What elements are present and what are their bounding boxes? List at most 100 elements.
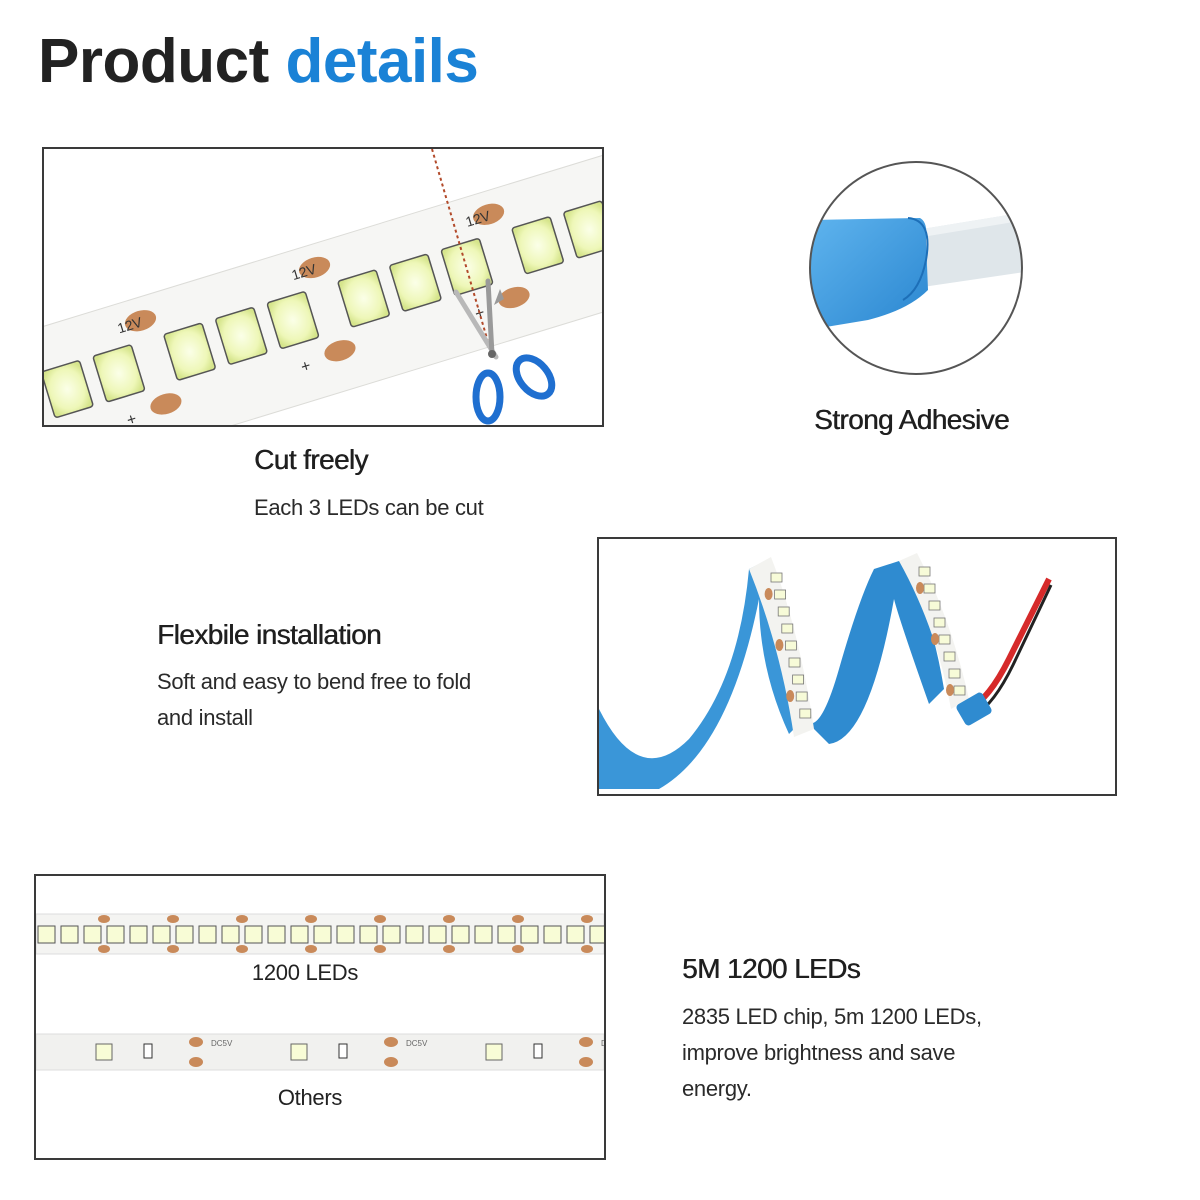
cut-freely-image: 12V+12V+12V+12V+12V+ bbox=[42, 147, 604, 427]
solder-pad bbox=[443, 915, 455, 923]
led-chip bbox=[923, 583, 936, 594]
led-chip bbox=[497, 925, 516, 944]
led-chip bbox=[266, 291, 320, 349]
solder-pad bbox=[167, 945, 179, 953]
solder-pad bbox=[384, 1057, 398, 1067]
led-chip bbox=[589, 925, 604, 944]
led-chip bbox=[215, 307, 268, 365]
led-chip bbox=[792, 674, 805, 685]
flexible-desc-line-2: and install bbox=[157, 705, 253, 730]
solder-pad bbox=[374, 915, 386, 923]
solder-pad bbox=[916, 582, 924, 594]
led-chip bbox=[290, 1043, 308, 1061]
strip-voltage-label: 12V bbox=[115, 314, 144, 337]
title-word-details: details bbox=[285, 27, 479, 96]
solder-pad bbox=[775, 639, 784, 651]
led-chip bbox=[106, 925, 125, 944]
led-comparison-image: DC5VDC5VDC5V 1200 LEDs Others bbox=[34, 874, 606, 1160]
led-chip bbox=[485, 1043, 503, 1061]
leds-desc-line-3: energy. bbox=[682, 1076, 752, 1101]
led-chip bbox=[781, 623, 794, 634]
led-chip bbox=[777, 606, 790, 617]
solder-pad bbox=[305, 945, 317, 953]
led-chip bbox=[774, 589, 787, 600]
led-chip bbox=[92, 344, 146, 403]
led-chip bbox=[37, 925, 56, 944]
strip-1200-label: 1200 LEDs bbox=[251, 960, 359, 985]
solder-pad bbox=[581, 945, 593, 953]
led-chip bbox=[152, 925, 171, 944]
strong-adhesive-title: Strong Adhesive bbox=[814, 404, 1010, 435]
resistor bbox=[533, 1043, 543, 1059]
solder-pad bbox=[298, 256, 331, 279]
led-chip bbox=[95, 1043, 113, 1061]
strip-others-label: Others bbox=[277, 1085, 343, 1110]
led-chip bbox=[244, 925, 263, 944]
solder-pad bbox=[98, 915, 110, 923]
solder-pad bbox=[374, 945, 386, 953]
led-chip bbox=[799, 708, 812, 719]
solder-pad bbox=[443, 945, 455, 953]
led-chip bbox=[198, 925, 217, 944]
solder-pad bbox=[167, 915, 179, 923]
led-chip bbox=[60, 925, 79, 944]
solder-pad bbox=[150, 393, 182, 415]
led-chip bbox=[382, 925, 401, 944]
led-chip bbox=[563, 200, 602, 259]
flexible-strip-image bbox=[597, 537, 1117, 796]
led-chip bbox=[451, 925, 470, 944]
led-chip bbox=[511, 216, 564, 275]
led-chip bbox=[918, 566, 931, 577]
led-chip bbox=[566, 925, 585, 944]
flexible-installation-desc: Soft and easy to bend free to fold and i… bbox=[157, 664, 471, 736]
led-chip bbox=[337, 269, 390, 328]
resistor bbox=[143, 1043, 153, 1059]
solder-pad bbox=[512, 915, 524, 923]
page-title: Product details bbox=[38, 26, 479, 98]
resistor bbox=[338, 1043, 348, 1059]
led-chip bbox=[428, 925, 447, 944]
led-chip bbox=[389, 253, 442, 312]
solder-pad bbox=[473, 203, 505, 225]
solder-pad bbox=[946, 684, 954, 696]
solder-pad bbox=[236, 945, 248, 953]
led-chip bbox=[795, 691, 808, 702]
led-chip bbox=[163, 322, 216, 381]
strip-dc-label: DC5V bbox=[601, 1039, 604, 1048]
solder-pad bbox=[579, 1057, 593, 1067]
led-chip bbox=[175, 925, 194, 944]
scissors-icon bbox=[453, 278, 556, 425]
flexible-installation-title: Flexbile installation bbox=[157, 619, 382, 650]
strip-voltage-label: 12V bbox=[290, 260, 319, 283]
solder-pad bbox=[189, 1057, 203, 1067]
title-word-product: Product bbox=[38, 27, 269, 96]
led-chip bbox=[943, 651, 956, 662]
led-chip bbox=[336, 925, 355, 944]
leds-desc-line-2: improve brightness and save bbox=[682, 1040, 956, 1065]
led-chip bbox=[928, 600, 941, 611]
solder-pad bbox=[579, 1037, 593, 1047]
adhesive-circle-image bbox=[808, 160, 1024, 376]
cut-freely-desc: Each 3 LEDs can be cut bbox=[254, 495, 484, 520]
led-chip bbox=[83, 925, 102, 944]
solder-pad bbox=[98, 945, 110, 953]
leds-title: 5M 1200 LEDs bbox=[682, 953, 861, 984]
led-chip bbox=[933, 617, 946, 628]
led-chip bbox=[221, 925, 240, 944]
solder-pad bbox=[581, 915, 593, 923]
solder-pad bbox=[324, 340, 356, 362]
solder-pad bbox=[498, 286, 530, 309]
led-chip bbox=[938, 634, 951, 645]
led-chip bbox=[543, 925, 562, 944]
leds-desc: 2835 LED chip, 5m 1200 LEDs, improve bri… bbox=[682, 999, 982, 1107]
led-chip bbox=[129, 925, 148, 944]
led-chip bbox=[788, 657, 801, 668]
solder-pad bbox=[931, 633, 939, 645]
led-chip bbox=[313, 925, 332, 944]
led-chip bbox=[359, 925, 378, 944]
adhesive-tape-icon bbox=[810, 210, 1022, 330]
strip-dc-label: DC5V bbox=[406, 1039, 428, 1048]
solder-pad bbox=[189, 1037, 203, 1047]
solder-pad bbox=[384, 1037, 398, 1047]
led-chip bbox=[474, 925, 493, 944]
